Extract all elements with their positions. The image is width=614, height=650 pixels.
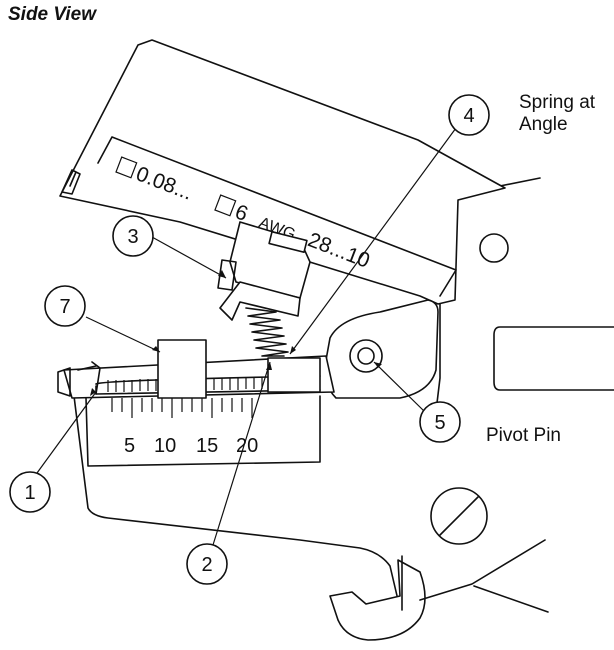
- svg-text:15: 15: [196, 435, 218, 457]
- lower-arm-line: [419, 539, 549, 613]
- callout-3: 3: [112, 215, 154, 257]
- pivot-pin-label: Pivot Pin: [486, 425, 561, 446]
- spring-coil: [245, 307, 289, 357]
- slide-block: [157, 339, 207, 399]
- svg-text:1: 1: [24, 482, 35, 504]
- scale-panel: [85, 395, 321, 467]
- spring-label-line2: Angle: [519, 114, 568, 135]
- svg-text:4: 4: [463, 105, 474, 127]
- upper-lever: [59, 39, 506, 305]
- housing-hole: [479, 233, 509, 263]
- pivot-pin-outer: [349, 339, 383, 373]
- svg-text:20: 20: [236, 435, 258, 457]
- callout-7: 7: [44, 285, 86, 327]
- callout-5: 5: [419, 401, 461, 443]
- scale-ticks: 5 10 15 20: [111, 398, 258, 457]
- pivot-pin-inner: [357, 347, 375, 365]
- housing-slot: [493, 326, 614, 391]
- callout-1: 1: [9, 471, 51, 513]
- plunger-assembly: [217, 221, 311, 321]
- pivot-arm: [324, 299, 439, 399]
- callout-4: 4: [448, 94, 490, 136]
- leader-lines: [36, 127, 457, 546]
- svg-text:5: 5: [434, 412, 445, 434]
- svg-text:10: 10: [154, 435, 176, 457]
- spring-label-line1: Spring at: [519, 92, 596, 113]
- lower-housing-outline: [73, 395, 399, 601]
- stop-block: [267, 357, 321, 393]
- svg-text:2: 2: [201, 554, 212, 576]
- svg-text:5: 5: [124, 435, 135, 457]
- svg-text:3: 3: [127, 226, 138, 248]
- svg-text:7: 7: [59, 296, 70, 318]
- jaw-part: [329, 559, 426, 641]
- callout-2: 2: [186, 543, 228, 585]
- gauge-label-strip: [97, 136, 457, 297]
- diagram-title: Side View: [8, 4, 96, 25]
- screw-icon: [430, 487, 488, 545]
